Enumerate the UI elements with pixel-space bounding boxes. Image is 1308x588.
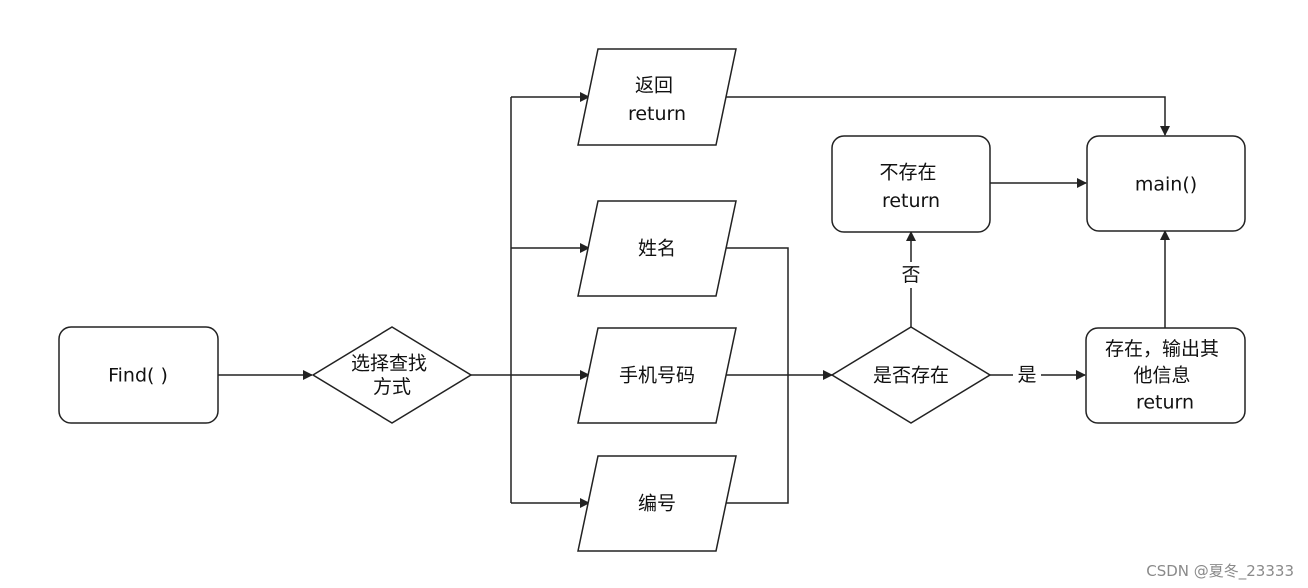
node-name-line: 姓名 (638, 238, 676, 260)
node-exists-check: 是否存在 (830, 326, 992, 424)
svg-text:手机号码: 手机号码 (619, 365, 695, 387)
node-exist-line-2: 他信息 (1133, 365, 1190, 387)
edge-id-merge (722, 375, 789, 504)
node-main-line: main() (1135, 174, 1197, 196)
svg-text:编号: 编号 (638, 493, 676, 515)
svg-text:main(): main() (1135, 174, 1197, 196)
node-phone-line: 手机号码 (619, 365, 695, 387)
node-find-line: Find( ) (108, 365, 168, 387)
node-notexist-line-2: return (882, 190, 940, 212)
node-return-line-1: 返回 (635, 74, 673, 96)
edge-label-yes: 是 (1017, 364, 1036, 386)
node-id-line: 编号 (638, 493, 676, 515)
node-not-exist: 不存在 return (831, 135, 991, 233)
svg-text:是否存在: 是否存在 (873, 365, 949, 387)
node-exist-output: 存在，输出其 他信息 return (1085, 327, 1246, 424)
node-by-name: 姓名 (577, 200, 737, 297)
svg-text:选择查找 方式: 选择查找 方式 (351, 352, 433, 398)
svg-text:姓名: 姓名 (638, 238, 676, 260)
node-exist-line-1: 存在，输出其 (1105, 338, 1219, 360)
node-return-back: 返回 return (577, 48, 737, 146)
node-notexist-line-1: 不存在 (879, 161, 936, 183)
watermark-text: CSDN @夏冬_23333 (1146, 562, 1294, 581)
node-exist-line-3: return (1136, 391, 1194, 413)
node-choose-method: 选择查找 方式 (311, 326, 473, 424)
node-return-line-2: return (628, 103, 686, 125)
node-by-phone: 手机号码 (577, 327, 737, 424)
node-main: main() (1086, 135, 1246, 232)
edge-name-merge (722, 247, 789, 375)
node-choose-line-2: 方式 (373, 376, 411, 398)
svg-text:存在，输出其 他信息 return: 存在，输出其 他信息 return (1105, 338, 1225, 413)
svg-text:不存在 return: 不存在 return (879, 161, 942, 212)
edge-return-to-main (724, 96, 1170, 136)
node-check-line: 是否存在 (873, 365, 949, 387)
node-by-id: 编号 (577, 455, 737, 552)
edge-label-no: 否 (901, 264, 920, 286)
node-find: Find( ) (58, 326, 219, 424)
svg-text:Find( ): Find( ) (108, 365, 168, 387)
edges (218, 92, 1170, 508)
svg-text:返回 return: 返回 return (628, 74, 686, 125)
node-choose-line-1: 选择查找 (351, 352, 427, 374)
